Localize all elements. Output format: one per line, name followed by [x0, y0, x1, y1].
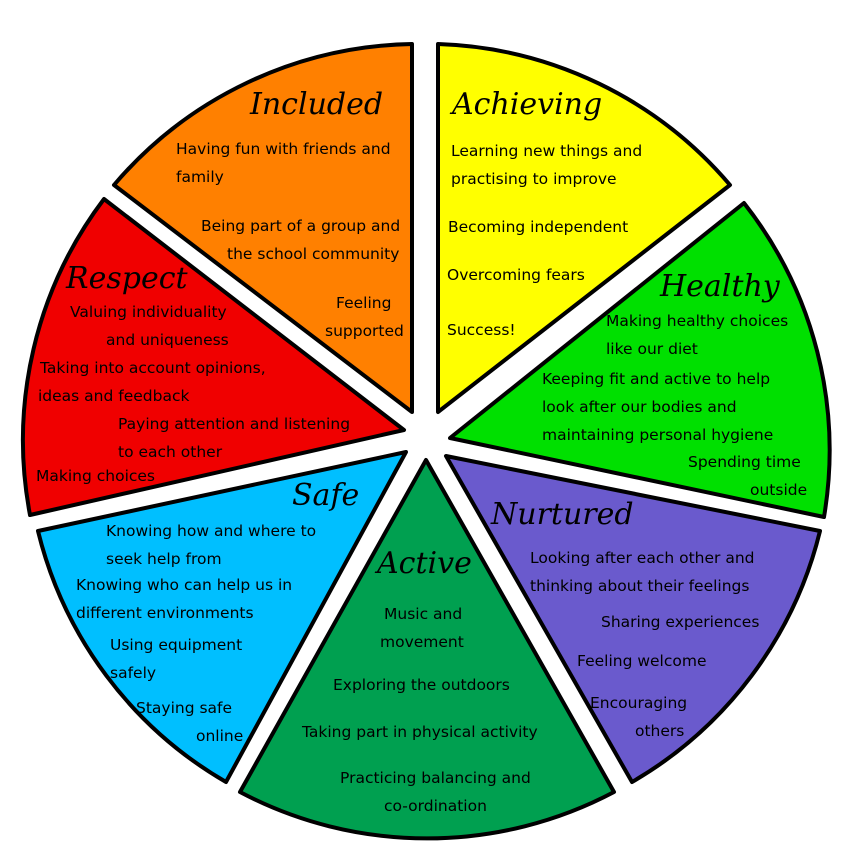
item-included-1: Having fun with friends and family	[176, 140, 396, 186]
title-included: Included	[249, 87, 383, 122]
item-respect-2: Taking into account opinions, ideas and …	[38, 359, 271, 405]
title-safe: Safe	[292, 478, 359, 513]
item-respect-1: Valuing individuality and uniqueness	[70, 303, 232, 349]
item-nurtured-2: Sharing experiences	[601, 613, 759, 631]
item-healthy-3: Spending time outside	[688, 453, 807, 499]
segment-included	[112, 42, 414, 414]
item-achieving-2: Becoming independent	[448, 218, 628, 236]
segment-active	[238, 458, 616, 841]
item-active-1: Music and movement	[380, 605, 467, 651]
segment-healthy	[448, 201, 832, 519]
item-achieving-3: Overcoming fears	[447, 266, 585, 284]
item-safe-3: Using equipment safely	[110, 636, 247, 682]
item-included-3: Feeling supported	[325, 294, 404, 340]
item-active-2: Exploring the outdoors	[333, 676, 510, 694]
item-included-2: Being part of a group and the school com…	[201, 217, 405, 263]
segment-achieving	[436, 42, 732, 414]
title-healthy: Healthy	[659, 269, 781, 304]
item-nurtured-3: Feeling welcome	[577, 652, 707, 670]
item-achieving-1: Learning new things and practising to im…	[451, 142, 647, 188]
item-safe-2: Knowing who can help us in different env…	[76, 576, 297, 622]
segment-respect	[20, 197, 406, 517]
title-nurtured: Nurtured	[490, 497, 634, 532]
item-respect-3: Paying attention and listening to each o…	[118, 415, 355, 461]
item-nurtured-4: Encouraging others	[590, 694, 692, 740]
item-active-3: Taking part in physical activity	[301, 723, 538, 741]
item-safe-1: Knowing how and where to seek help from	[106, 522, 321, 568]
item-healthy-1: Making healthy choices like our diet	[606, 312, 793, 358]
title-active: Active	[374, 546, 472, 581]
segment-safe	[36, 450, 408, 784]
item-respect-4: Making choices	[36, 467, 155, 485]
segment-nurtured	[444, 454, 822, 784]
item-healthy-2: Keeping fit and active to help look afte…	[542, 370, 775, 444]
title-achieving: Achieving	[449, 87, 602, 122]
item-safe-4: Staying safe online	[136, 699, 243, 745]
item-active-4: Practicing balancing and co-ordination	[340, 769, 536, 815]
title-respect: Respect	[65, 261, 188, 296]
item-achieving-4: Success!	[447, 321, 516, 339]
item-nurtured-1: Looking after each other and thinking ab…	[530, 549, 759, 595]
